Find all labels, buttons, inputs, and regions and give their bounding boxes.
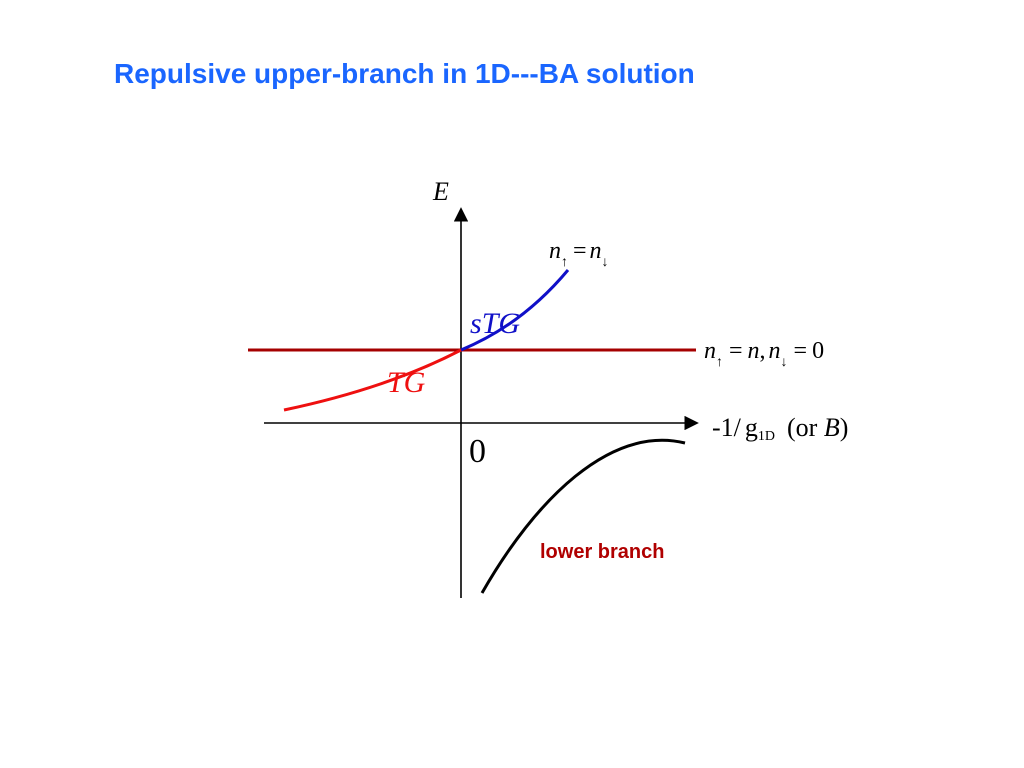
- y-axis-label: E: [432, 177, 449, 206]
- origin-label: 0: [469, 433, 486, 470]
- stg-label: sTG: [470, 307, 520, 340]
- polarized-density-annotation: n↑=n,n↓=0: [704, 338, 824, 370]
- tg-label: TG: [387, 366, 426, 399]
- stg-curve: [460, 269, 570, 352]
- x-axis-label: -1/g1D(or B): [712, 413, 848, 444]
- slide-title: Repulsive upper-branch in 1D---BA soluti…: [114, 58, 695, 89]
- tg-curve: [283, 348, 462, 412]
- lower-branch-label: lower branch: [540, 541, 664, 563]
- stg-density-annotation: n↑=n↓: [549, 238, 609, 270]
- lower-branch-curve: [480, 438, 686, 594]
